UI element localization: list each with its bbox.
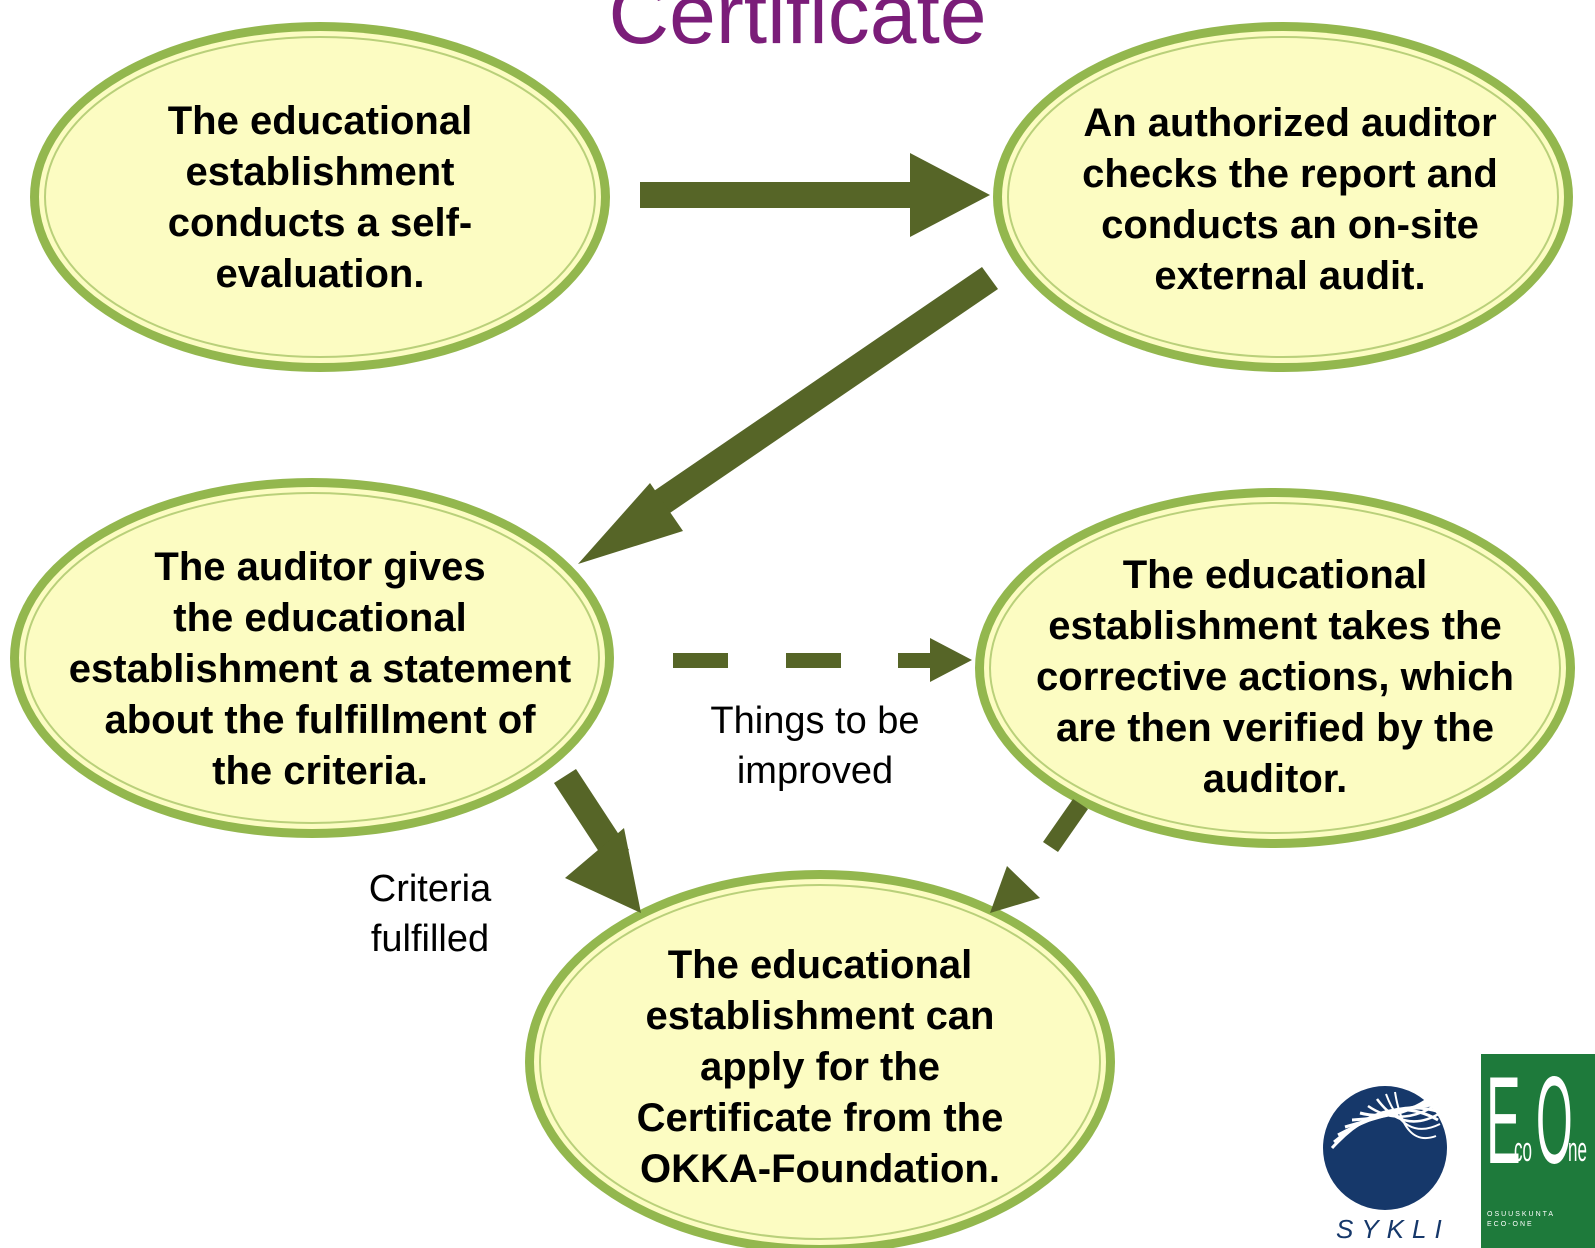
node-statement: The auditor gives the educational establ… bbox=[30, 542, 610, 797]
arrow-self-eval-to-audit bbox=[640, 153, 990, 237]
eco-one-letter-e: E bbox=[1486, 1052, 1521, 1190]
edge-label-criteria-fulfilled: Criteria fulfilled bbox=[340, 864, 520, 964]
eco-one-caption-1: OSUUSKUNTA bbox=[1487, 1211, 1556, 1218]
node-apply-certificate: The educational establishment can apply … bbox=[580, 940, 1060, 1195]
node-statement-line: the educational bbox=[173, 596, 467, 640]
edge-label-line: fulfilled bbox=[370, 918, 490, 960]
node-self-evaluation: The educational establishment conducts a… bbox=[110, 95, 530, 300]
node-external-audit: An authorized auditor checks the report … bbox=[1040, 95, 1540, 305]
edge-label-line: Things to be bbox=[710, 700, 920, 742]
eco-one-letter-o: O bbox=[1536, 1052, 1573, 1190]
node-self-evaluation-line: The educational bbox=[167, 98, 473, 143]
node-self-evaluation-line: establishment bbox=[185, 149, 455, 194]
eco-one-letters-co: co bbox=[1514, 1131, 1532, 1169]
arrow-corrective-to-certificate bbox=[990, 799, 1088, 913]
page-title: Certificate bbox=[608, 0, 987, 61]
node-shape-self-evaluation bbox=[30, 22, 610, 372]
node-shape-external-audit bbox=[993, 22, 1573, 372]
node-shape-corrective-actions bbox=[975, 488, 1575, 848]
arrow-audit-to-statement bbox=[578, 267, 998, 564]
node-self-evaluation-line: conducts a self- bbox=[167, 200, 473, 245]
edge-label-line: Criteria bbox=[368, 868, 492, 910]
node-statement-line: establishment a statement bbox=[68, 647, 572, 691]
node-shape-apply-certificate bbox=[525, 870, 1115, 1248]
eco-one-caption-2: ECO-ONE bbox=[1487, 1221, 1534, 1228]
node-corrective-actions-line: are then verified by the bbox=[1056, 706, 1494, 750]
eco-one-letters-ne: ne bbox=[1568, 1131, 1587, 1169]
node-shape-statement bbox=[10, 478, 614, 838]
sykli-logo-text: SYKLI bbox=[1336, 1214, 1450, 1244]
node-corrective-actions-line: establishment takes the bbox=[1048, 604, 1502, 648]
node-apply-certificate-line: apply for the bbox=[699, 1045, 941, 1089]
node-corrective-actions-line: corrective actions, which bbox=[1036, 655, 1514, 699]
arrow-criteria-fulfilled bbox=[554, 769, 641, 913]
edge-label-line: improved bbox=[736, 750, 894, 792]
node-external-audit-line: An authorized auditor bbox=[1083, 101, 1497, 145]
node-external-audit-line: conducts an on-site bbox=[1101, 203, 1479, 247]
eco-one-logo bbox=[1481, 1054, 1595, 1248]
sykli-logo bbox=[1323, 1085, 1447, 1210]
node-corrective-actions: The educational establishment takes the … bbox=[1010, 550, 1540, 805]
node-external-audit-line: checks the report and bbox=[1082, 152, 1498, 196]
node-statement-line: about the fulfillment of bbox=[104, 698, 536, 742]
node-self-evaluation-line: evaluation. bbox=[215, 251, 425, 296]
edge-label-things-to-improve: Things to be improved bbox=[655, 696, 975, 796]
node-apply-certificate-line: Certificate from the bbox=[636, 1096, 1004, 1140]
node-apply-certificate-line: The educational bbox=[667, 943, 973, 987]
node-apply-certificate-line: OKKA-Foundation. bbox=[640, 1147, 1000, 1191]
node-apply-certificate-line: establishment can bbox=[645, 994, 995, 1038]
node-external-audit-line: external audit. bbox=[1154, 254, 1426, 298]
node-statement-line: the criteria. bbox=[212, 749, 428, 793]
node-corrective-actions-line: The educational bbox=[1122, 553, 1428, 597]
arrow-things-to-improve bbox=[673, 638, 972, 682]
node-statement-line: The auditor gives bbox=[154, 545, 486, 589]
node-corrective-actions-line: auditor. bbox=[1202, 757, 1348, 801]
